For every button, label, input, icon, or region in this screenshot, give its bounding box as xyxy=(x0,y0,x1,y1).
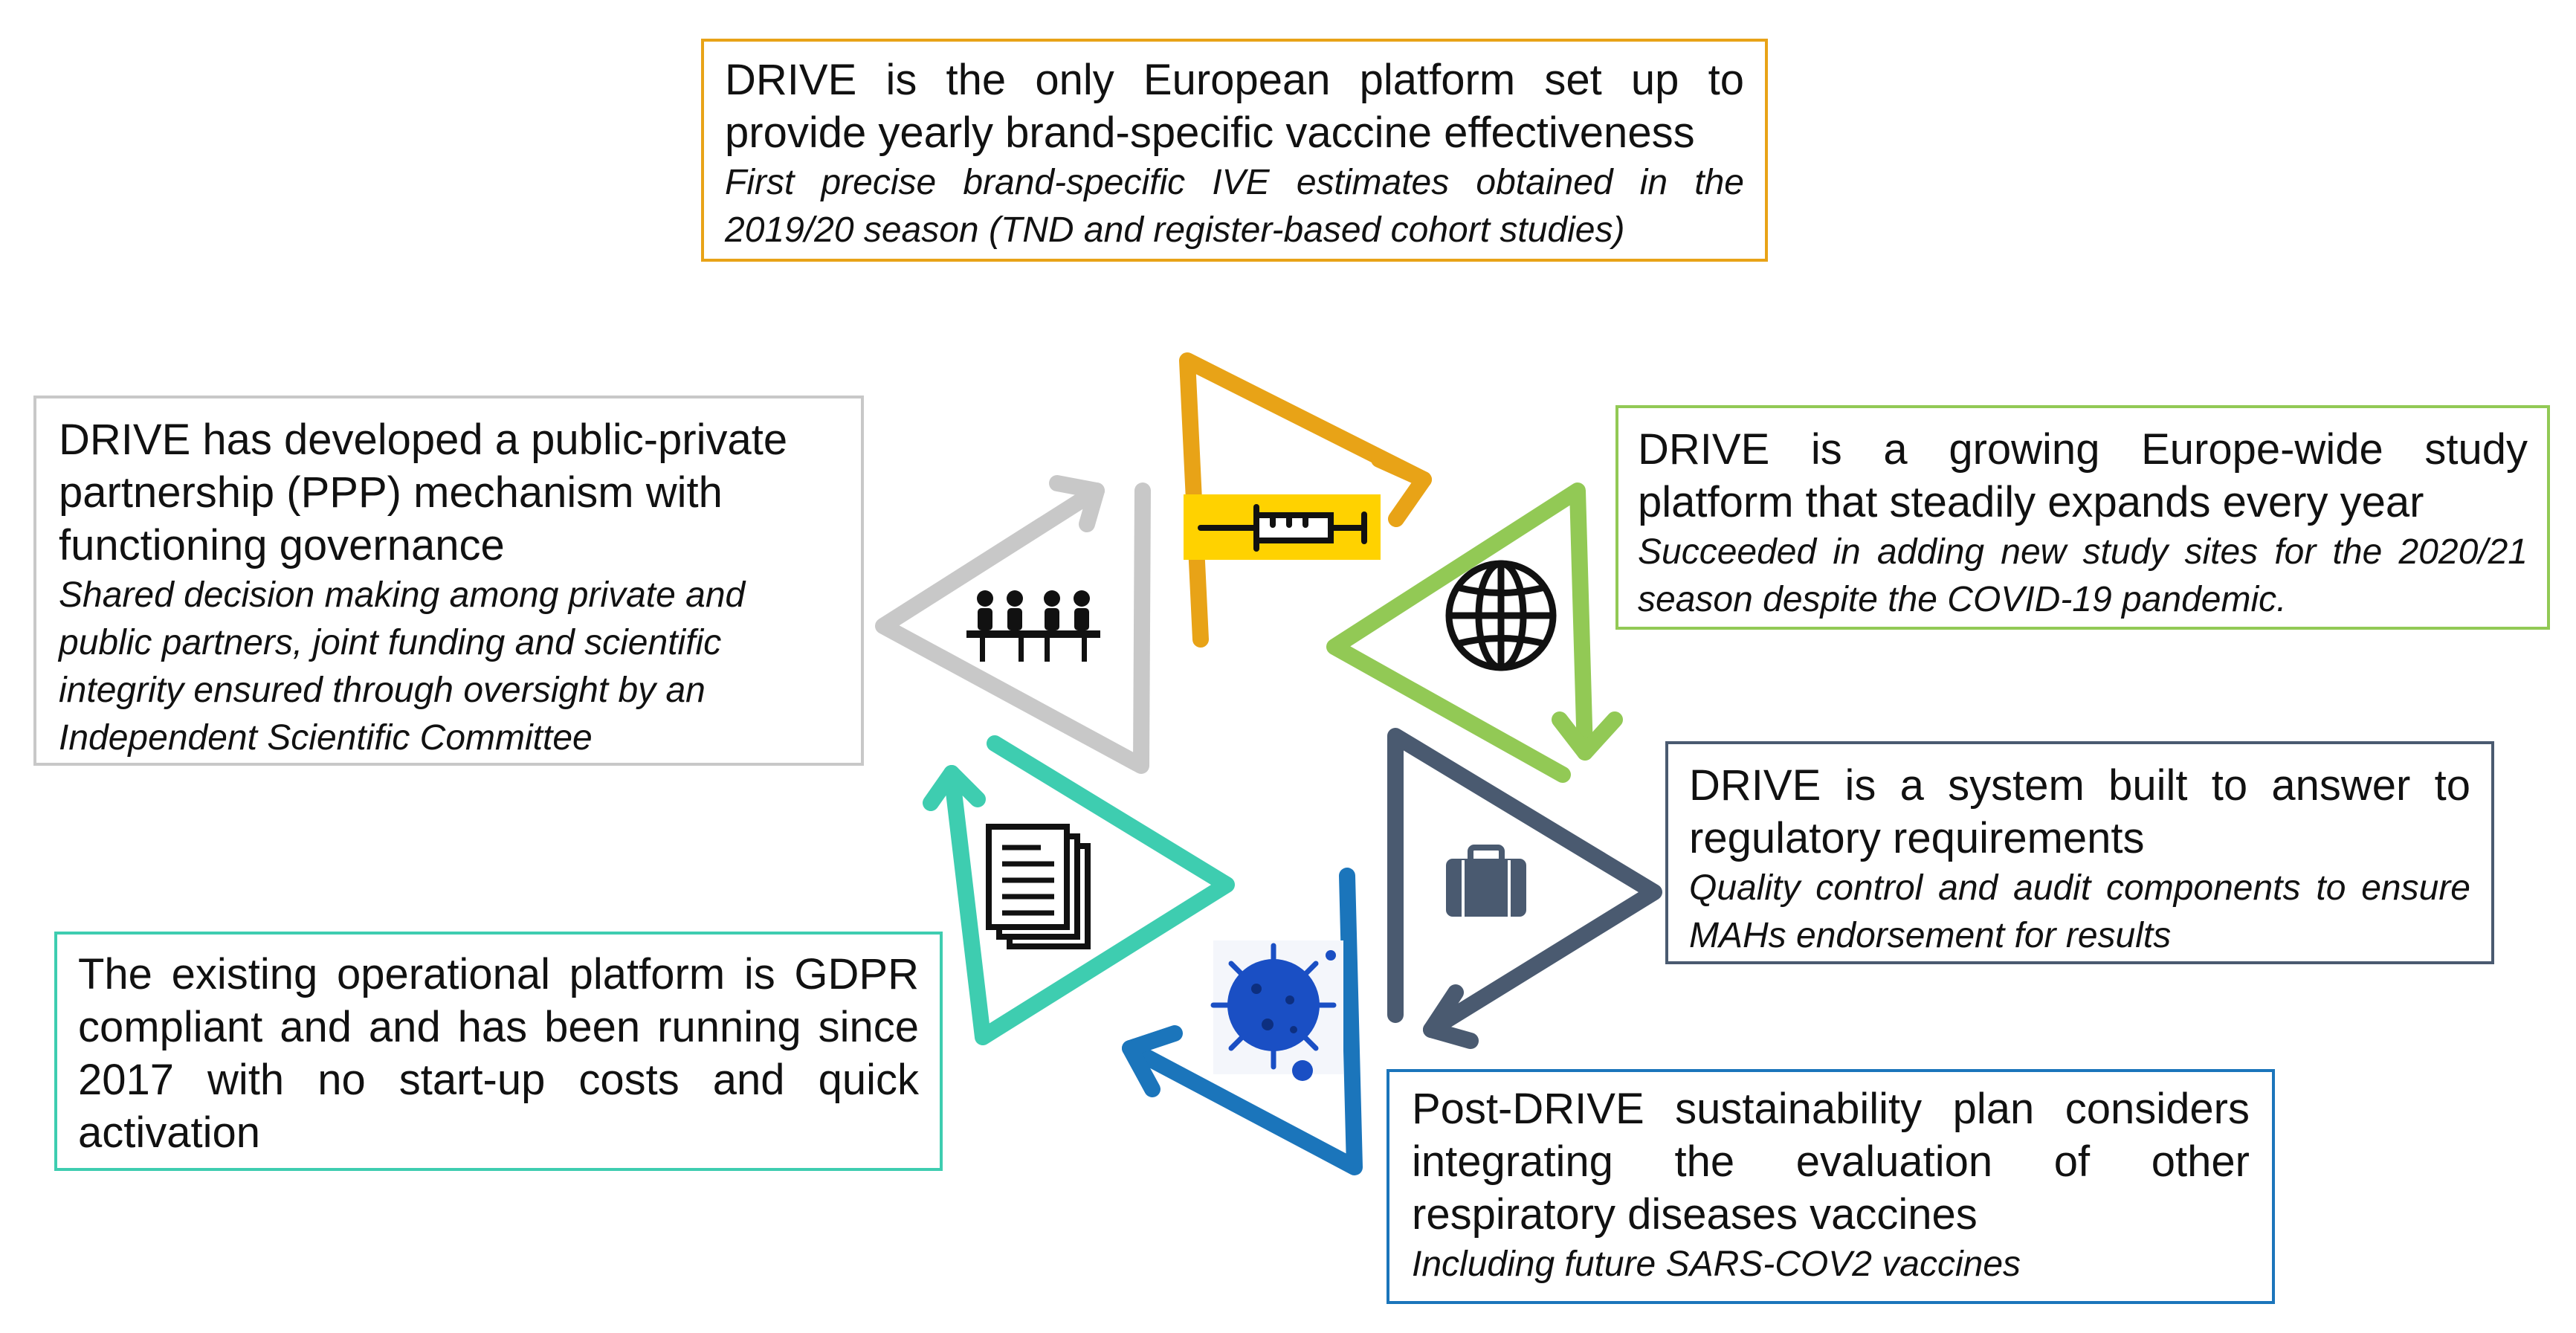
left-info-box: DRIVE has developed a public-private par… xyxy=(33,396,864,766)
right-heading: DRIVE is a growing Europe-wide study pla… xyxy=(1638,425,2528,526)
right-info-box: DRIVE is a growing Europe-wide study pla… xyxy=(1615,405,2550,630)
right-mid-info-box: DRIVE is a system built to answer to reg… xyxy=(1665,741,2494,964)
bottom-right-detail: Including future SARS-COV2 vaccines xyxy=(1412,1245,2021,1284)
right-detail: Succeeded in adding new study sites for … xyxy=(1638,532,2528,619)
bottom-right-info-box: Post-DRIVE sustainability plan considers… xyxy=(1387,1069,2275,1304)
syringe-icon xyxy=(1184,494,1381,560)
top-detail: First precise brand-specific IVE estimat… xyxy=(725,163,1744,250)
bottom-left-triangle xyxy=(923,735,1235,1045)
left-triangle xyxy=(875,475,1151,774)
right-triangle xyxy=(1326,482,1623,783)
meeting-icon xyxy=(966,590,1100,662)
bottom-right-heading: Post-DRIVE sustainability plan considers… xyxy=(1412,1085,2250,1239)
bottom-left-heading: The existing operational platform is GDP… xyxy=(78,950,919,1157)
bottom-left-info-box: The existing operational platform is GDP… xyxy=(54,932,943,1171)
top-heading: DRIVE is the only European platform set … xyxy=(725,56,1744,157)
right-mid-detail: Quality control and audit components to … xyxy=(1689,868,2470,955)
left-detail: Shared decision making among private and… xyxy=(59,575,746,758)
globe-icon xyxy=(1445,560,1557,671)
right-mid-triangle xyxy=(1387,728,1662,1049)
bottom-right-triangle xyxy=(1122,868,1363,1175)
left-heading: DRIVE has developed a public-private par… xyxy=(59,416,788,569)
virus-icon xyxy=(1210,940,1343,1081)
top-info-box: DRIVE is the only European platform set … xyxy=(701,39,1768,262)
briefcase-icon xyxy=(1446,845,1526,917)
right-mid-heading: DRIVE is a system built to answer to reg… xyxy=(1689,761,2470,862)
documents-icon xyxy=(986,824,1091,949)
